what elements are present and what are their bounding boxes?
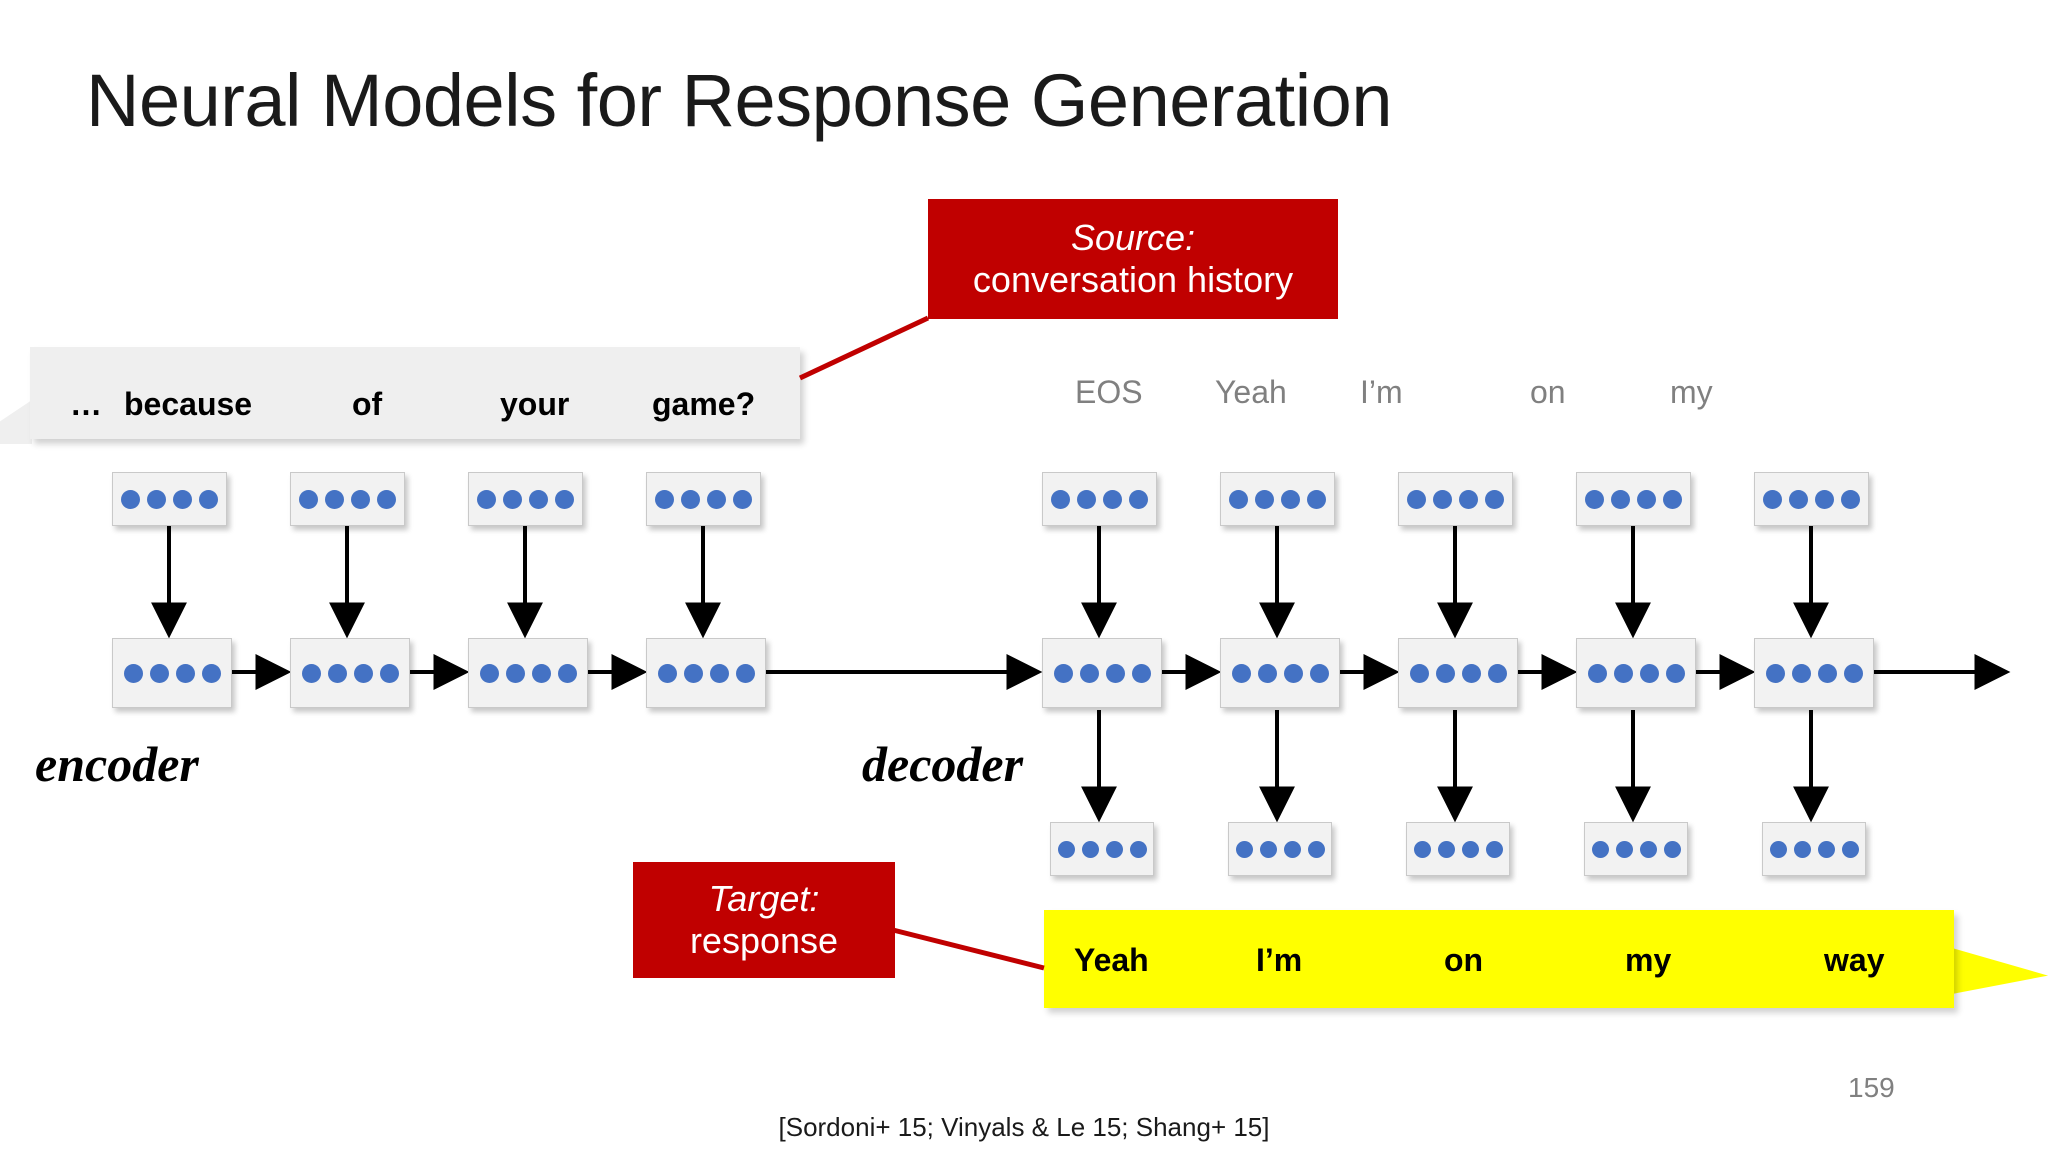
decoder-hidden-cell-4 [1754,638,1874,708]
decoder-input-cell-4 [1754,472,1869,526]
decoder-input-word-2: I’m [1360,374,1403,410]
decoder-label: decoder [862,736,1024,792]
source-word-1: because [124,386,253,422]
source-word-0: … [70,386,102,422]
target-word-3: my [1625,942,1672,978]
decoder-hidden-cell-0 [1042,638,1162,708]
citation-text: [Sordoni+ 15; Vinyals & Le 15; Shang+ 15… [778,1112,1270,1142]
slide-number: 159 [1848,1072,1895,1103]
source-word-4: game? [652,386,756,422]
page-title: Neural Models for Response Generation [86,59,1392,142]
target-word-1: I’m [1256,942,1303,978]
decoder-input-word-4: my [1670,374,1713,410]
target-word-0: Yeah [1074,942,1149,978]
encoder-hidden-cell-3 [646,638,766,708]
encoder-hidden-cell-0 [112,638,232,708]
source-word-2: of [352,386,383,422]
decoder-output-cell-1 [1228,822,1332,876]
source-connector-line [798,315,930,381]
source-callout-line2: conversation history [972,259,1294,300]
encoder-input-cell-1 [290,472,405,526]
decoder-input-word-3: on [1530,374,1566,410]
decoder-input-word-0: EOS [1075,374,1143,410]
target-connector-line [892,927,1045,971]
decoder-input-cell-3 [1576,472,1691,526]
decoder-output-cell-4 [1762,822,1866,876]
decoder-hidden-cell-3 [1576,638,1696,708]
encoder-hidden-cell-1 [290,638,410,708]
source-word-3: your [500,386,570,422]
decoder-input-cell-2 [1398,472,1513,526]
encoder-input-cell-3 [646,472,761,526]
decoder-output-cell-3 [1584,822,1688,876]
decoder-input-cell-1 [1220,472,1335,526]
decoder-input-cell-0 [1042,472,1157,526]
encoder-hidden-cell-2 [468,638,588,708]
source-bubble [30,347,800,439]
decoder-output-cell-0 [1050,822,1154,876]
decoder-hidden-cell-1 [1220,638,1340,708]
decoder-output-cell-2 [1406,822,1510,876]
source-callout: Source: conversation history [928,199,1338,319]
target-bubble [1044,910,1954,1008]
source-callout-line1: Source: [1070,216,1196,258]
target-callout: Target: response [633,862,895,978]
encoder-input-cell-0 [112,472,227,526]
decoder-input-word-1: Yeah [1215,374,1287,410]
target-callout-line1: Target: [708,877,820,919]
encoder-label: encoder [35,736,199,792]
encoder-input-cell-2 [468,472,583,526]
target-word-4: way [1824,942,1885,978]
decoder-hidden-cell-2 [1398,638,1518,708]
target-callout-line2: response [689,920,839,961]
target-word-2: on [1444,942,1484,978]
